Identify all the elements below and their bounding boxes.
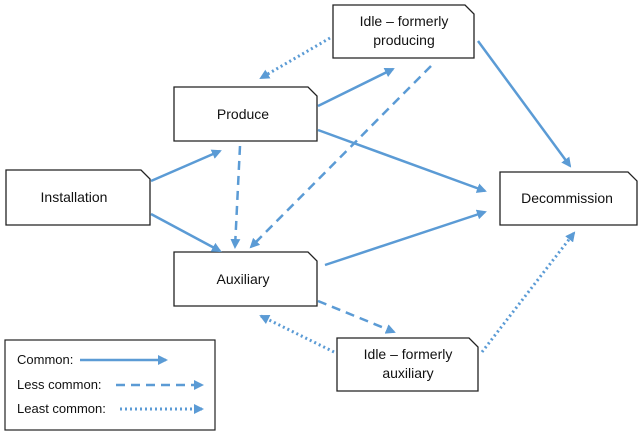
arrow-produce-to-idle-producing [317,67,395,108]
arrow-idle-auxiliary-to-auxiliary [259,314,335,354]
auxiliary-label: Auxiliary [217,271,270,287]
arrow-installation-to-produce [150,149,222,183]
idle-producing-line1: Idle – formerly [360,13,449,29]
legend-least-common-label: Least common: [17,401,106,416]
legend-common-label: Common: [17,352,73,367]
node-installation: Installation [5,169,151,226]
idle-auxiliary-line2: auxiliary [382,365,433,381]
node-produce: Produce [173,86,318,142]
arrow-auxiliary-to-decommission [324,209,487,267]
node-idle-formerly-producing: Idle – formerly producing [332,4,475,59]
arrow-produce-to-auxiliary [230,145,242,249]
idle-auxiliary-line1: Idle – formerly [364,346,453,362]
idle-producing-line2: producing [373,32,435,48]
legend: Common: Less common: Least common: [4,339,216,431]
node-auxiliary: Auxiliary [173,251,318,307]
arrow-installation-to-auxiliary [150,212,222,253]
decommission-label: Decommission [521,190,613,206]
produce-label: Produce [217,106,269,122]
node-idle-formerly-auxiliary: Idle – formerly auxiliary [336,337,479,392]
arrow-auxiliary-to-idle-auxiliary [317,299,396,334]
arrow-idle-producing-to-auxiliary [249,65,432,249]
node-decommission: Decommission [499,171,638,226]
arrow-idle-auxiliary-to-decommission [480,231,576,353]
arrow-idle-producing-to-decommission [476,40,572,168]
legend-less-common-label: Less common: [17,377,102,392]
arrow-idle-producing-to-produce [259,36,331,80]
arrow-produce-to-decommission [317,128,487,193]
installation-label: Installation [41,189,108,205]
